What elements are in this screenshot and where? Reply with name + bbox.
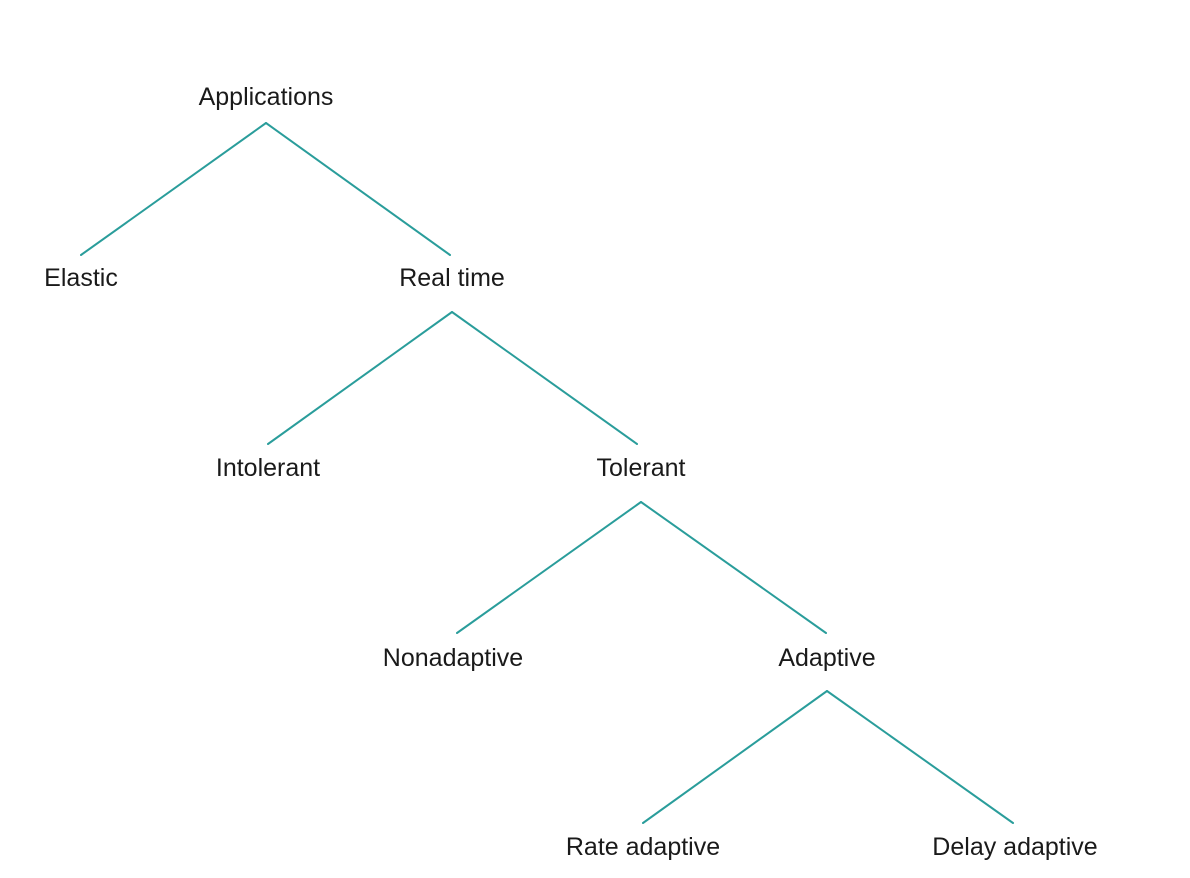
node-real-time: Real time bbox=[399, 264, 505, 292]
edge-tolerant-to-adaptive bbox=[640, 501, 827, 634]
edge-adaptive-to-rate-adaptive bbox=[642, 690, 828, 824]
edge-tolerant-to-nonadaptive bbox=[456, 501, 642, 634]
node-delay-adaptive: Delay adaptive bbox=[932, 833, 1098, 861]
edge-applications-to-real-time bbox=[265, 122, 451, 256]
node-nonadaptive: Nonadaptive bbox=[382, 644, 524, 672]
node-tolerant: Tolerant bbox=[596, 454, 686, 482]
node-rate-adaptive: Rate adaptive bbox=[565, 833, 721, 861]
edge-applications-to-elastic bbox=[80, 122, 267, 256]
edge-real-time-to-tolerant bbox=[451, 311, 638, 445]
node-applications: Applications bbox=[198, 83, 334, 111]
node-adaptive: Adaptive bbox=[778, 644, 876, 672]
edge-real-time-to-intolerant bbox=[267, 311, 453, 445]
node-intolerant: Intolerant bbox=[215, 454, 321, 482]
edge-adaptive-to-delay-adaptive bbox=[826, 690, 1014, 824]
node-elastic: Elastic bbox=[44, 264, 118, 292]
